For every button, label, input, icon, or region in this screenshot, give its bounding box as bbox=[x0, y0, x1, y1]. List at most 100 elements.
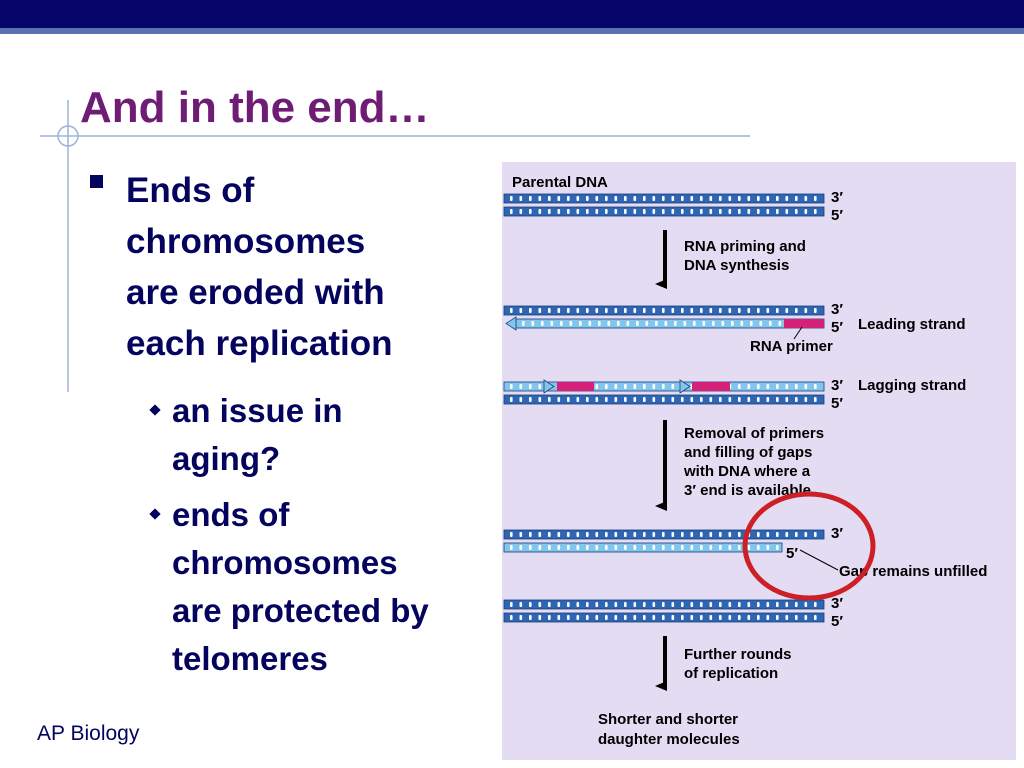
base-tick bbox=[674, 321, 677, 326]
base-tick bbox=[569, 321, 573, 326]
sub-bullet-line: an issue in bbox=[172, 392, 343, 429]
base-tick bbox=[510, 545, 513, 550]
base-tick bbox=[690, 545, 694, 550]
base-tick bbox=[785, 308, 789, 313]
base-tick bbox=[690, 196, 694, 201]
base-tick bbox=[804, 308, 808, 313]
base-tick bbox=[766, 602, 770, 607]
base-tick bbox=[624, 397, 627, 402]
base-tick bbox=[614, 196, 618, 201]
base-tick bbox=[690, 308, 694, 313]
rna-primer-segment bbox=[557, 382, 594, 391]
base-tick bbox=[614, 209, 618, 214]
base-tick bbox=[690, 615, 694, 620]
base-tick bbox=[804, 602, 808, 607]
base-tick bbox=[510, 397, 513, 402]
base-tick bbox=[626, 321, 630, 326]
base-tick bbox=[728, 532, 732, 537]
base-tick bbox=[598, 321, 601, 326]
base-tick bbox=[588, 321, 592, 326]
base-tick bbox=[702, 321, 706, 326]
base-tick bbox=[614, 532, 618, 537]
base-tick bbox=[662, 602, 665, 607]
base-tick bbox=[681, 308, 684, 313]
base-tick bbox=[662, 532, 665, 537]
base-tick bbox=[700, 615, 703, 620]
step2-label: 3′ end is available bbox=[684, 482, 811, 499]
base-tick bbox=[804, 615, 808, 620]
sub-bullet: an issue in aging? bbox=[148, 387, 490, 483]
base-tick bbox=[519, 209, 523, 214]
base-tick bbox=[614, 545, 618, 550]
base-tick bbox=[690, 532, 694, 537]
base-tick bbox=[681, 209, 684, 214]
base-tick bbox=[655, 321, 658, 326]
base-tick bbox=[776, 196, 779, 201]
base-tick bbox=[709, 308, 713, 313]
base-tick bbox=[652, 602, 656, 607]
base-tick bbox=[795, 397, 798, 402]
base-tick bbox=[586, 532, 589, 537]
top-banner-stripe bbox=[0, 28, 1024, 34]
base-tick bbox=[605, 196, 608, 201]
base-tick bbox=[576, 545, 580, 550]
base-tick bbox=[624, 532, 627, 537]
base-tick bbox=[586, 308, 589, 313]
base-tick bbox=[605, 602, 608, 607]
base-tick bbox=[576, 532, 580, 537]
base-tick bbox=[681, 397, 684, 402]
base-tick bbox=[814, 615, 817, 620]
base-tick bbox=[633, 545, 637, 550]
base-tick bbox=[633, 384, 637, 389]
step1-label: DNA synthesis bbox=[684, 257, 789, 274]
base-tick bbox=[662, 308, 665, 313]
base-tick bbox=[548, 397, 551, 402]
base-tick bbox=[510, 209, 513, 214]
base-tick bbox=[795, 532, 798, 537]
base-tick bbox=[519, 384, 523, 389]
end-label-3: 3′ bbox=[831, 189, 843, 206]
base-tick bbox=[814, 384, 817, 389]
base-tick bbox=[719, 615, 722, 620]
base-tick bbox=[567, 545, 570, 550]
base-tick bbox=[719, 397, 722, 402]
base-tick bbox=[757, 545, 760, 550]
base-tick bbox=[804, 532, 808, 537]
base-tick bbox=[785, 602, 789, 607]
base-tick bbox=[617, 321, 620, 326]
base-tick bbox=[757, 615, 760, 620]
base-tick bbox=[538, 308, 542, 313]
base-tick bbox=[776, 602, 779, 607]
end-label-3: 3′ bbox=[831, 377, 843, 394]
base-tick bbox=[671, 545, 675, 550]
base-tick bbox=[738, 615, 741, 620]
base-tick bbox=[652, 615, 656, 620]
parental-dna-label: Parental DNA bbox=[512, 174, 608, 191]
base-tick bbox=[728, 209, 732, 214]
base-tick bbox=[747, 545, 751, 550]
base-tick bbox=[700, 602, 703, 607]
base-tick bbox=[709, 545, 713, 550]
base-tick bbox=[529, 545, 532, 550]
base-tick bbox=[700, 545, 703, 550]
base-tick bbox=[738, 209, 741, 214]
base-tick bbox=[750, 321, 753, 326]
base-tick bbox=[662, 384, 665, 389]
base-tick bbox=[766, 209, 770, 214]
base-tick bbox=[633, 397, 637, 402]
base-tick bbox=[795, 384, 798, 389]
base-tick bbox=[785, 615, 789, 620]
base-tick bbox=[719, 602, 722, 607]
end-label-5: 5′ bbox=[831, 395, 843, 412]
base-tick bbox=[557, 397, 561, 402]
base-tick bbox=[557, 532, 561, 537]
base-tick bbox=[576, 209, 580, 214]
base-tick bbox=[712, 321, 715, 326]
base-tick bbox=[814, 602, 817, 607]
footer-label: AP Biology bbox=[37, 722, 140, 745]
base-tick bbox=[522, 321, 525, 326]
base-tick bbox=[529, 384, 532, 389]
base-tick bbox=[804, 397, 808, 402]
base-tick bbox=[683, 321, 687, 326]
base-tick bbox=[548, 602, 551, 607]
